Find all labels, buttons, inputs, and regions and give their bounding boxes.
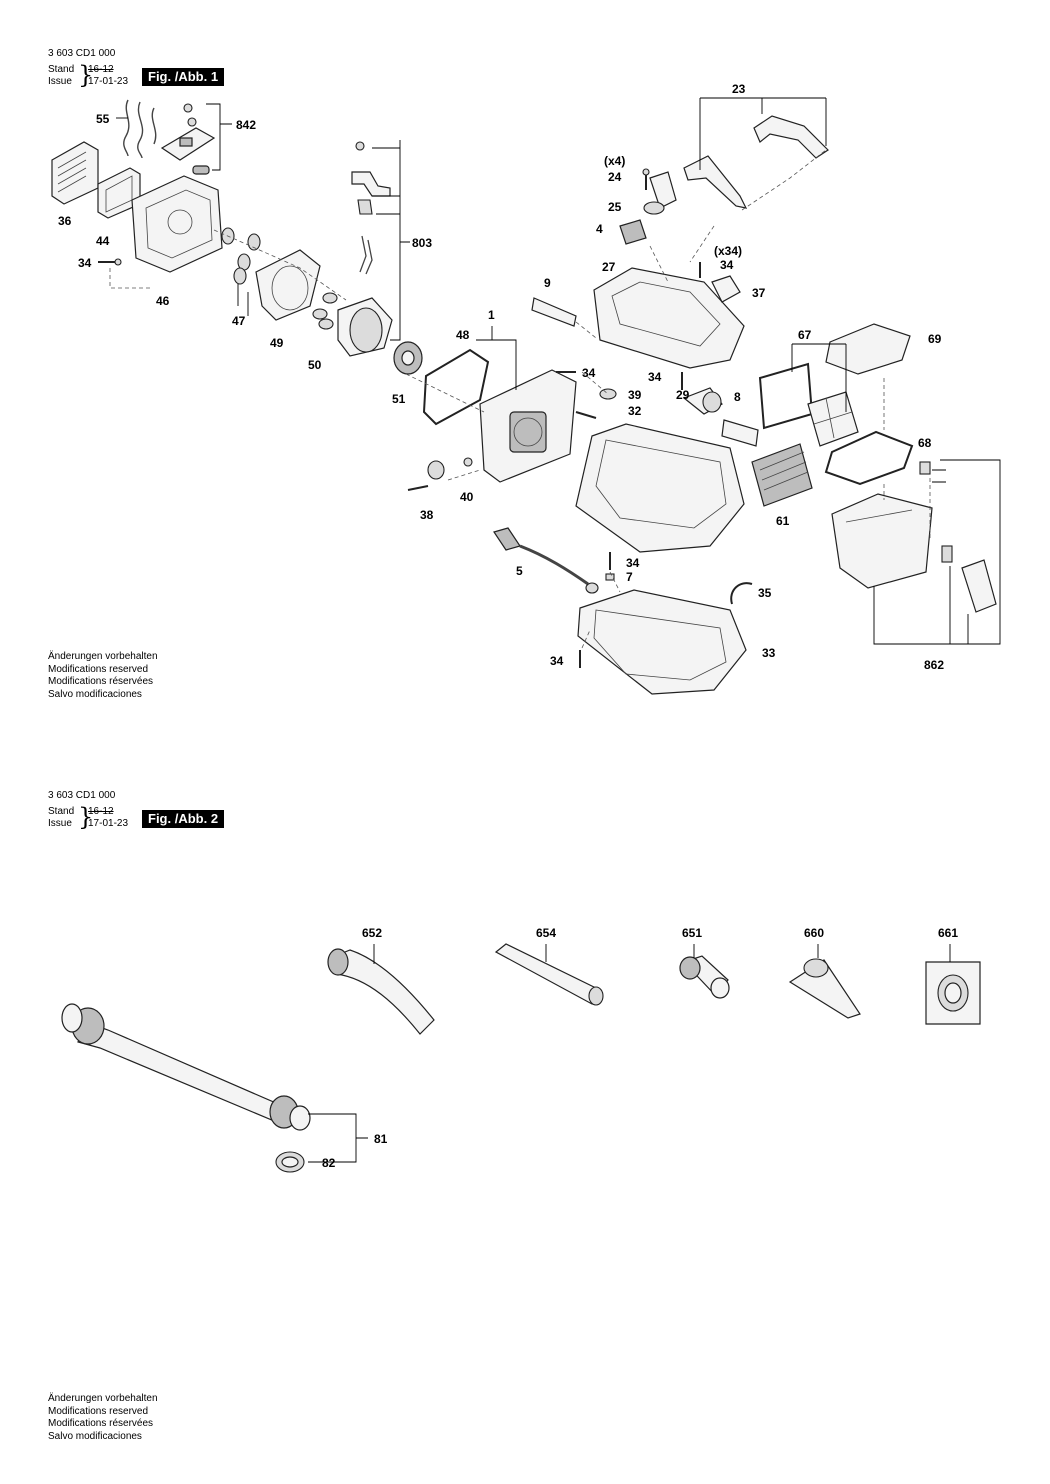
doc-number: 3 603 CD1 000 <box>48 790 116 801</box>
part-number: 55 <box>96 112 110 126</box>
part-number: 34 <box>550 654 564 668</box>
part-number: 25 <box>608 200 622 214</box>
part-number: 47 <box>232 314 246 328</box>
part-number: 651 <box>682 926 702 940</box>
footer-line: Salvo modificaciones <box>48 1430 142 1442</box>
stand-old-value: 16-12 <box>88 64 114 75</box>
part-number: 34 <box>648 370 662 384</box>
part-number: 661 <box>938 926 958 940</box>
part-number: 38 <box>420 508 434 522</box>
quantity-note: (x34) <box>714 244 742 258</box>
part-number: 5 <box>516 564 523 578</box>
part-number: 36 <box>58 214 72 228</box>
fig1-leader-lines <box>116 97 1001 645</box>
part-number: 68 <box>918 436 932 450</box>
part-number: 61 <box>776 514 790 528</box>
footer-line: Modifications réservées <box>48 676 154 687</box>
part-number: 82 <box>322 1156 336 1170</box>
issue-label: Issue <box>48 818 72 829</box>
part-number: 44 <box>96 234 110 248</box>
part-number: 660 <box>804 926 824 940</box>
part-number: 34 <box>78 256 92 270</box>
quantity-note: (x4) <box>604 154 625 168</box>
part-number: 24 <box>608 170 622 184</box>
figure-badge: Fig. /Abb. 1 <box>142 68 225 86</box>
part-number: 67 <box>798 328 812 342</box>
part-number: 23 <box>732 82 746 96</box>
part-number: 46 <box>156 294 170 308</box>
part-number: 49 <box>270 336 284 350</box>
part-number: 7 <box>626 570 633 584</box>
part-number: 33 <box>762 646 776 660</box>
footer-line: Änderungen vorbehalten <box>48 651 158 662</box>
part-number: 9 <box>544 276 551 290</box>
part-number: 803 <box>412 236 432 250</box>
footer-line: Salvo modificaciones <box>48 688 142 700</box>
part-number: 48 <box>456 328 470 342</box>
part-number: 862 <box>924 658 944 672</box>
part-number: 34 <box>720 258 734 272</box>
part-number: 69 <box>928 332 942 346</box>
part-number: 51 <box>392 392 406 406</box>
brace-icon: } <box>78 803 94 831</box>
stand-block: Stand Issue } 16-12 17-01-23 <box>48 61 148 90</box>
part-number: 50 <box>308 358 322 372</box>
sheet1-footer: Änderungen vorbehalten Modifications res… <box>48 651 158 701</box>
doc-number: 3 603 CD1 000 <box>48 48 116 59</box>
fig2-drawings <box>61 943 981 1173</box>
part-number: 81 <box>374 1132 388 1146</box>
stand-old-value: 16-12 <box>88 806 114 817</box>
part-number: 29 <box>676 388 690 402</box>
part-number: 4 <box>596 222 603 236</box>
footer-line: Modifications reserved <box>48 663 149 675</box>
issue-date: 17-01-23 <box>88 818 129 829</box>
fig1-part-numbers: 55 842 36 44 34 46 47 49 50 803 51 48 1 … <box>58 82 944 672</box>
part-number: 27 <box>602 260 616 274</box>
part-number: 40 <box>460 490 474 504</box>
issue-label: Issue <box>48 76 72 87</box>
fig1-drawings <box>51 99 997 695</box>
footer-line: Änderungen vorbehalten <box>48 1393 158 1404</box>
part-number: 37 <box>752 286 766 300</box>
footer-line: Modifications réservées <box>48 1418 154 1429</box>
part-number: 1 <box>488 308 495 322</box>
part-number: 32 <box>628 404 642 418</box>
figure-badge: Fig. /Abb. 2 <box>142 810 225 828</box>
stand-label: Stand <box>48 806 75 817</box>
sheet2-footer: Änderungen vorbehalten Modifications res… <box>48 1393 158 1443</box>
brace-icon: } <box>78 61 94 89</box>
stand-block: Stand Issue } 16-12 17-01-23 <box>48 803 148 832</box>
part-number: 34 <box>582 366 596 380</box>
issue-date: 17-01-23 <box>88 76 129 87</box>
stand-label: Stand <box>48 64 75 75</box>
part-number: 35 <box>758 586 772 600</box>
part-number: 39 <box>628 388 642 402</box>
part-number: 34 <box>626 556 640 570</box>
part-number: 652 <box>362 926 382 940</box>
footer-line: Modifications reserved <box>48 1405 149 1417</box>
fig1-assembly-axes <box>109 149 931 649</box>
fig2-part-numbers: 652 654 651 660 661 81 82 <box>322 926 958 1170</box>
part-number: 842 <box>236 118 256 132</box>
part-number: 8 <box>734 390 741 404</box>
fig2-leader-lines <box>308 944 951 1163</box>
part-number: 654 <box>536 926 556 940</box>
